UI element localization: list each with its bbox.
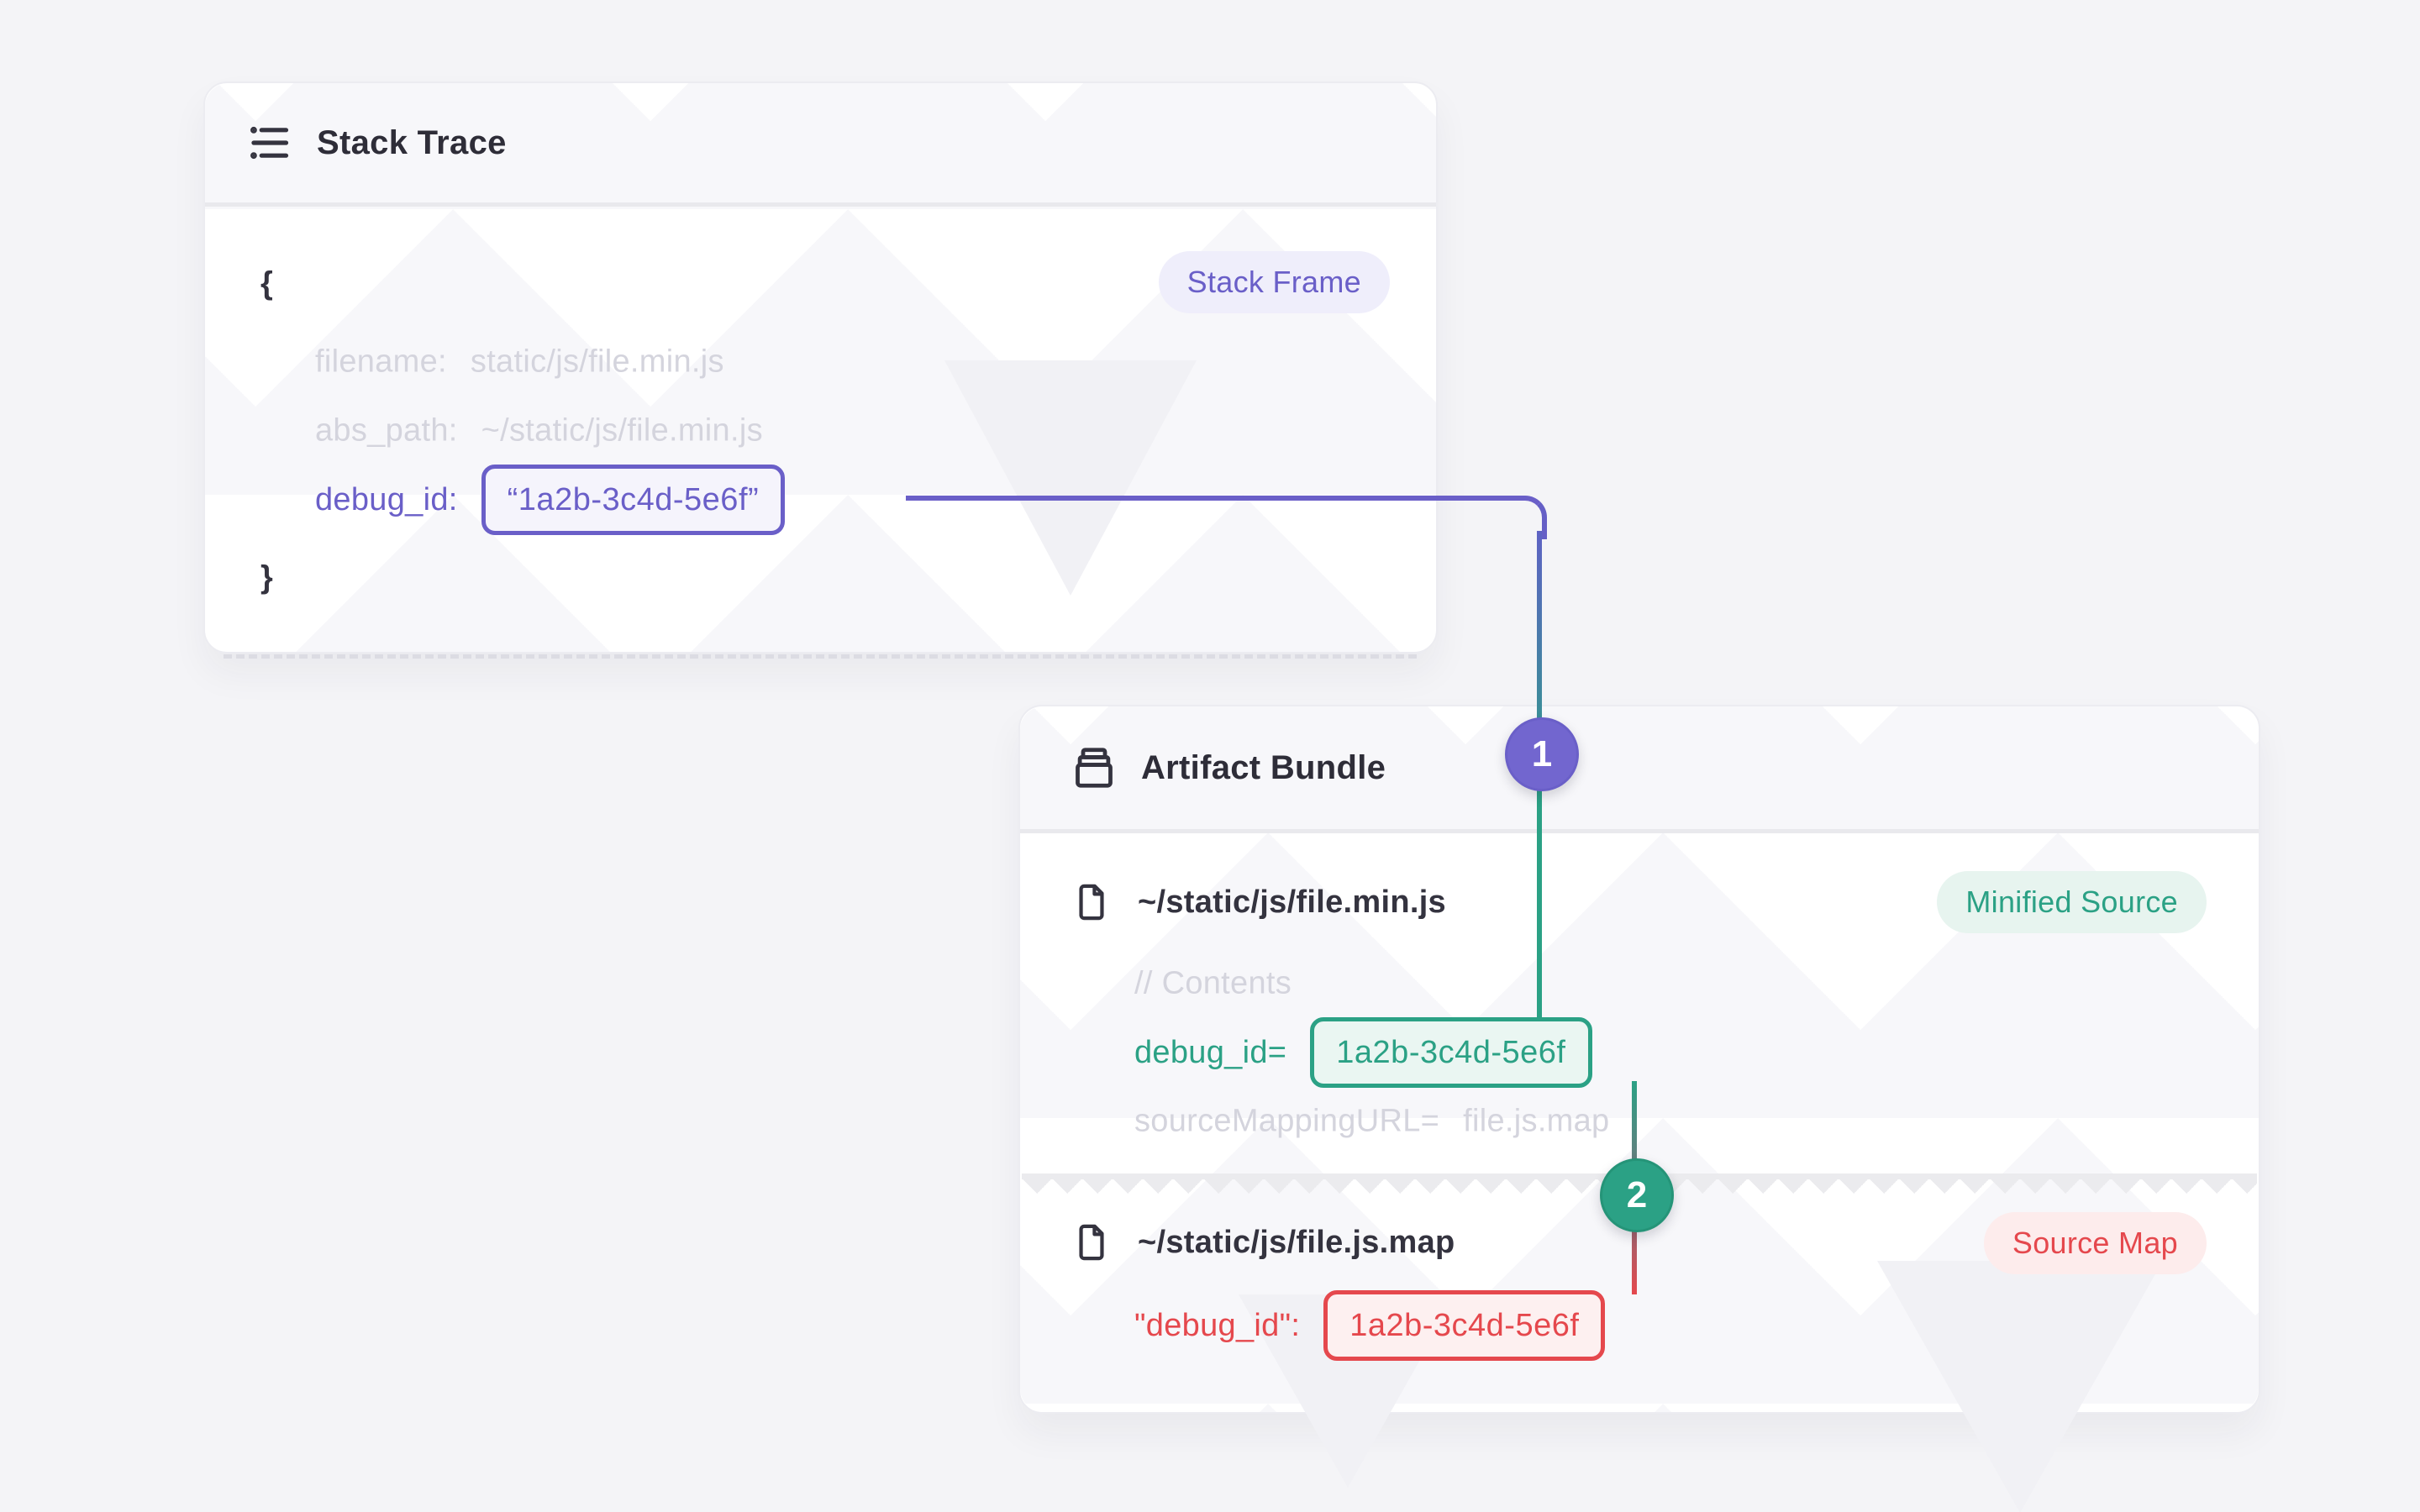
step-2-marker: 2 <box>1600 1158 1674 1232</box>
archive-box-icon <box>1072 746 1116 790</box>
json-close-brace-line: } <box>260 560 273 596</box>
torn-edge <box>224 654 1417 659</box>
stack-trace-card: Stack Trace { Stack Frame filename: stat… <box>203 81 1438 654</box>
list-icon <box>248 121 292 165</box>
stack-trace-title: Stack Trace <box>317 123 507 161</box>
source-mapping-value: file.js.map <box>1463 1103 1610 1139</box>
chevron-watermark <box>944 360 1197 596</box>
minified-file-path: ~/static/js/file.min.js <box>1138 884 1446 920</box>
sourcemap-file-line: ~/static/js/file.js.map <box>1072 1223 1455 1262</box>
abs-path-value: ~/static/js/file.min.js <box>481 412 763 449</box>
artifact-bundle-card: Artifact Bundle ~/static/js/file.min.js … <box>1018 705 2260 1512</box>
step-1-marker: 1 <box>1505 717 1579 791</box>
abs-path-line: abs_path: ~/static/js/file.min.js <box>315 413 763 449</box>
artifact-bundle-header: Artifact Bundle <box>1020 706 2259 829</box>
file-icon <box>1072 1223 1111 1262</box>
minified-file-line: ~/static/js/file.min.js <box>1072 883 1446 921</box>
stack-trace-header: Stack Trace <box>205 83 1436 202</box>
contents-comment: // Contents <box>1134 965 1292 1001</box>
filename-line: filename: static/js/file.min.js <box>315 344 724 381</box>
stack-frame-badge: Stack Frame <box>1158 251 1390 313</box>
minified-source-badge: Minified Source <box>1937 871 2207 933</box>
sourcemap-debug-id-line: "debug_id": 1a2b-3c4d-5e6f <box>1134 1290 1606 1361</box>
json-open-brace-line: { <box>260 266 273 302</box>
contents-comment-line: // Contents <box>1134 966 1292 1002</box>
sourcemap-debug-id-key: "debug_id": <box>1134 1307 1301 1343</box>
abs-path-key: abs_path: <box>315 412 458 449</box>
header-divider <box>1020 829 2259 833</box>
debug-id-line: debug_id: “1a2b-3c4d-5e6f” <box>315 465 786 535</box>
bundle-debug-id-value-box: 1a2b-3c4d-5e6f <box>1310 1017 1592 1088</box>
artifact-bundle-title: Artifact Bundle <box>1141 748 1386 786</box>
chevron-watermark <box>1877 1261 2163 1512</box>
sourcemap-file-path: ~/static/js/file.js.map <box>1138 1224 1455 1260</box>
source-map-badge: Source Map <box>1983 1212 2207 1274</box>
bundle-debug-id-line: debug_id= 1a2b-3c4d-5e6f <box>1134 1017 1592 1088</box>
sourcemap-debug-id-value-box: 1a2b-3c4d-5e6f <box>1323 1290 1606 1361</box>
debug-id-value-box: “1a2b-3c4d-5e6f” <box>481 465 786 535</box>
header-divider <box>205 202 1436 207</box>
open-brace: { <box>260 265 274 302</box>
filename-value: static/js/file.min.js <box>470 344 724 380</box>
file-icon <box>1072 883 1111 921</box>
bundle-debug-id-key: debug_id= <box>1134 1034 1287 1070</box>
close-brace: } <box>260 559 274 596</box>
source-mapping-key: sourceMappingURL= <box>1134 1103 1440 1139</box>
source-mapping-url-line: sourceMappingURL= file.js.map <box>1134 1104 1610 1140</box>
filename-key: filename: <box>315 344 447 380</box>
debug-id-key: debug_id: <box>315 481 458 517</box>
